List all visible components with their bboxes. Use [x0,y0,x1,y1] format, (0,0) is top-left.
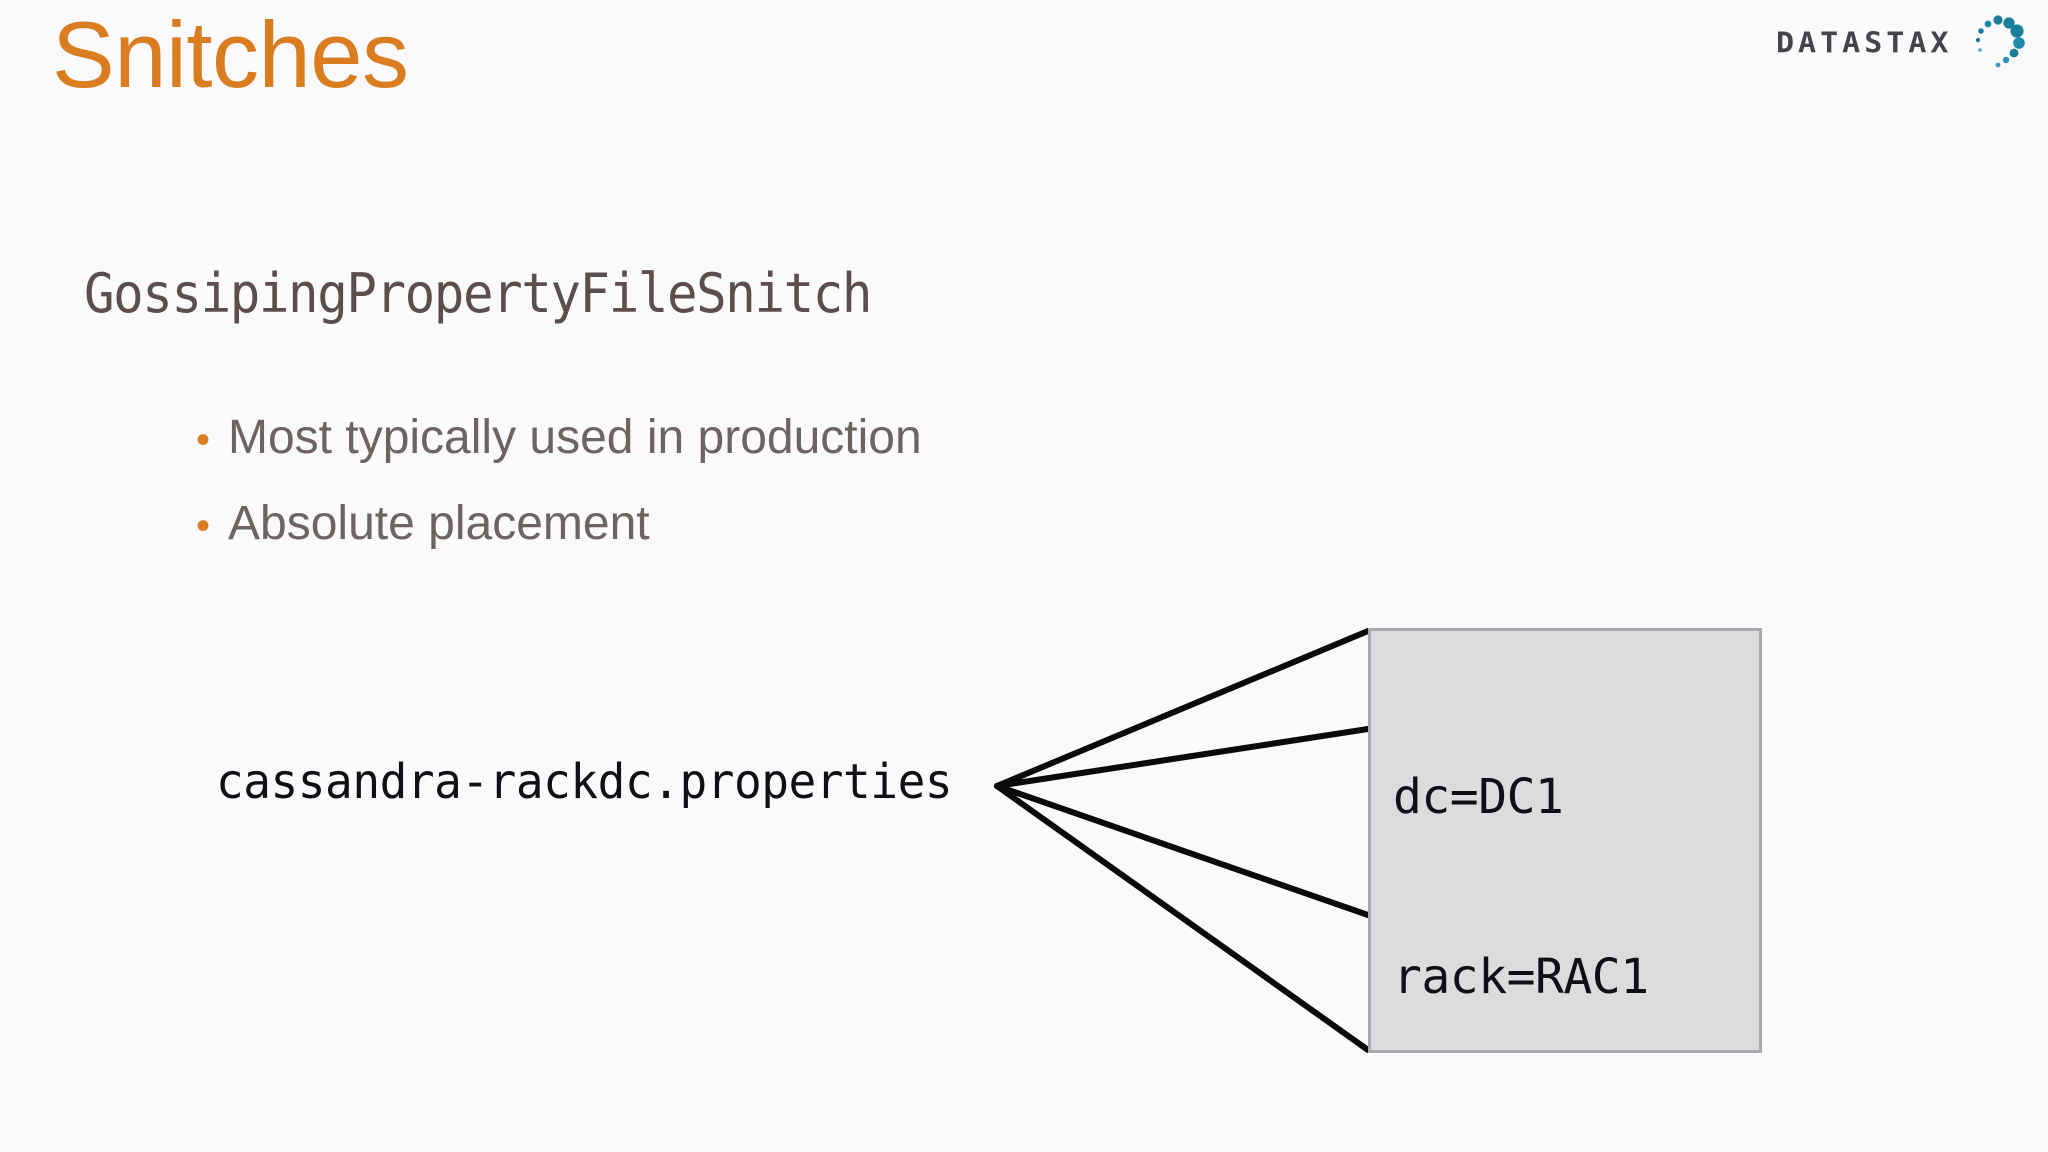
property-line: rack=RAC1 [1393,949,1649,1005]
properties-file-contents: dc=DC1 rack=RAC1 [1393,647,1649,1127]
connector-line-2 [994,726,1371,789]
properties-file-label: cassandra-rackdc.properties [216,754,953,810]
snitch-class-name: GossipingPropertyFileSnitch [84,262,872,325]
bullet-dot-icon: • [196,504,211,548]
datastax-logo: DATASTAX [1776,10,2036,78]
bullet-dot-icon: • [196,418,211,462]
page-title: Snitches [52,2,409,107]
list-item: • Most typically used in production [196,410,1296,496]
list-item-label: Absolute placement [228,497,650,550]
connector-line-3 [994,783,1371,918]
bullet-list: • Most typically used in production • Ab… [196,410,1296,582]
properties-file-box: dc=DC1 rack=RAC1 [1368,628,1762,1053]
datastax-dot-swirl-icon [1975,15,2025,68]
connector-line-4 [994,783,1371,1053]
connector-line-1 [994,628,1371,789]
list-item: • Absolute placement [196,496,1296,582]
property-line: dc=DC1 [1393,769,1564,825]
list-item-label: Most typically used in production [228,411,922,464]
datastax-wordmark: DATASTAX [1776,26,1953,61]
